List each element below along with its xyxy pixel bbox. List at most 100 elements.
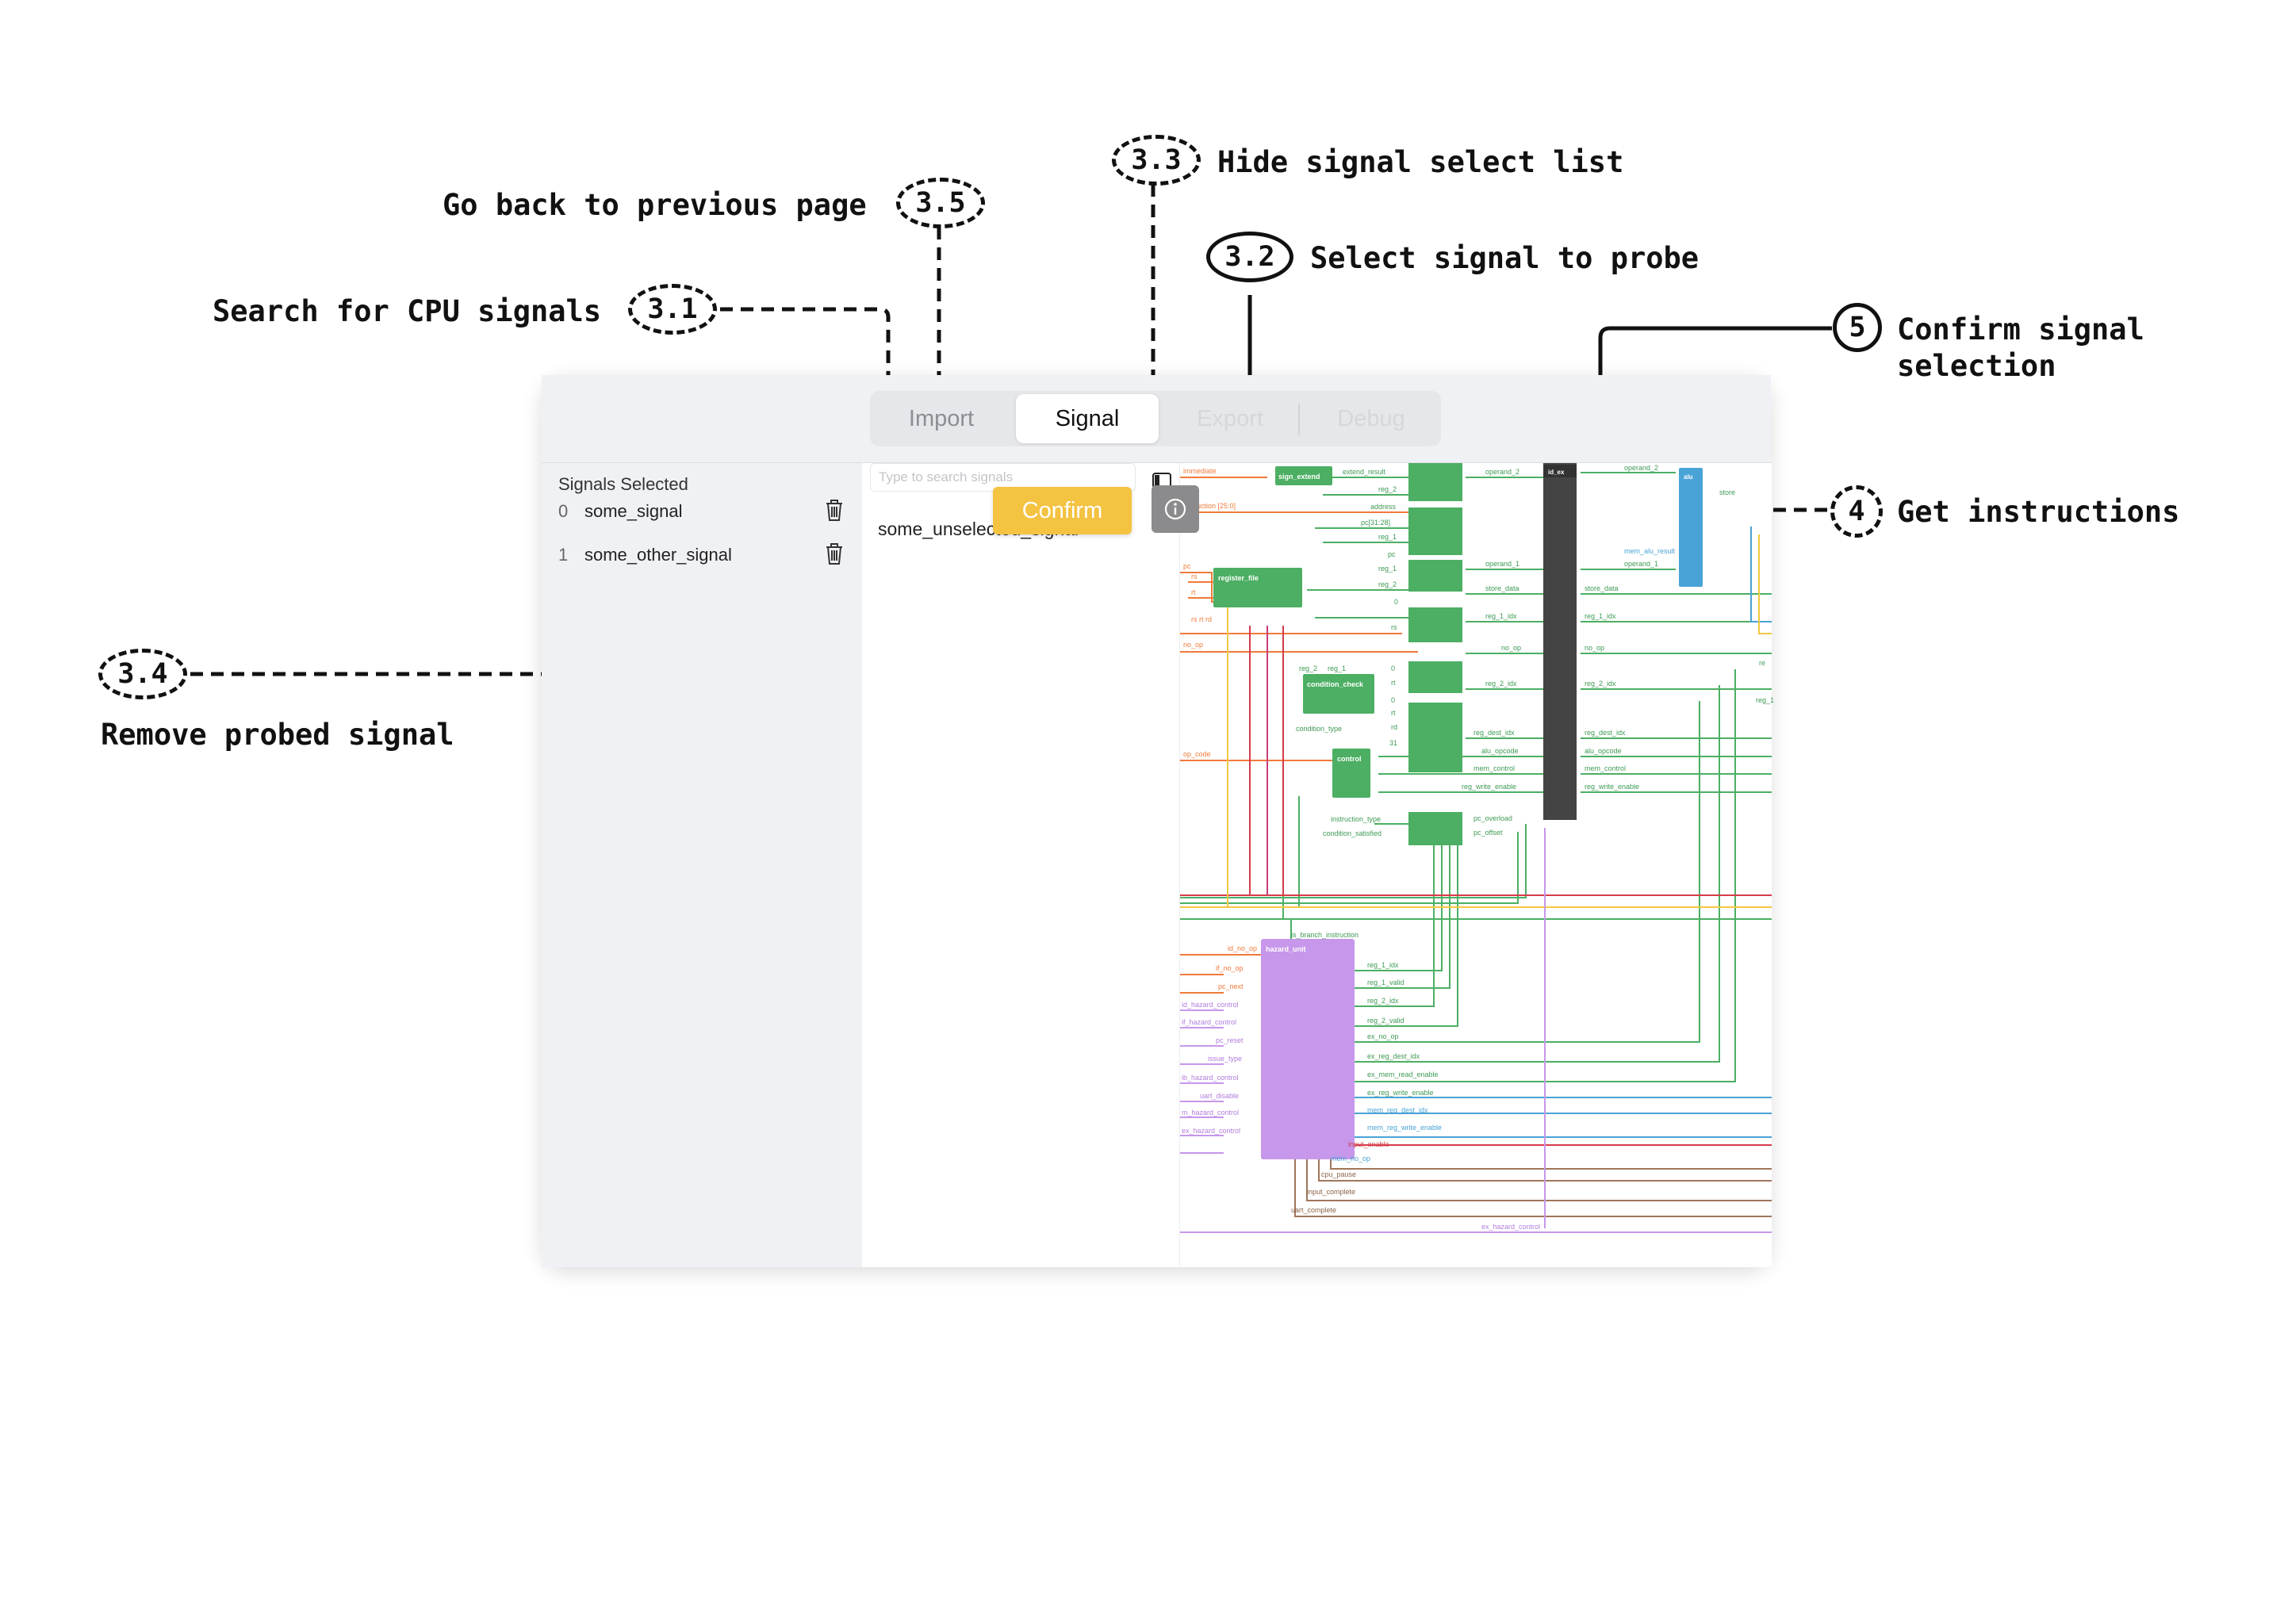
wire-label: rs (1191, 573, 1198, 580)
annotation-confirm-text-line1: Confirm signal (1897, 312, 2144, 347)
wire-label: reg_2_valid (1367, 1017, 1405, 1025)
wire-label: reg_2 (1378, 580, 1397, 588)
wire-label: pc (1183, 562, 1191, 570)
wire-label: mem_no_op (1331, 1155, 1370, 1162)
wire-label: reg_1 (1756, 696, 1774, 704)
annotation-back-text: Go back to previous page (443, 188, 867, 222)
wire-label: reg_dest_idx (1585, 729, 1626, 737)
control-label: control (1337, 755, 1362, 763)
wire-label: pc_next (1218, 982, 1244, 990)
tab-import[interactable]: Import (908, 405, 975, 431)
id-ex-header (1543, 465, 1577, 477)
confirm-button[interactable]: Confirm (993, 487, 1132, 534)
wire-label: operand_2 (1624, 464, 1658, 472)
annotation-confirm-text-line2: selection (1897, 349, 2056, 383)
selected-signal-row: 1 some_other_signal (542, 538, 862, 570)
wire-label: ex_hazard_control (1182, 1127, 1240, 1135)
wire-label: if_hazard_control (1182, 1018, 1236, 1026)
wire-label: 0 (1394, 598, 1398, 606)
selected-signal-name: some_other_signal (584, 545, 732, 565)
wire-label: operand_2 (1485, 468, 1519, 476)
mux-block (1408, 463, 1462, 501)
step-badge-5: 5 (1833, 303, 1882, 352)
wire-label: pc_reset (1216, 1036, 1244, 1044)
wire-label: reg_1 (1328, 665, 1346, 672)
wire-label: reg_2 (1299, 665, 1317, 672)
wire-label: immediate (1183, 467, 1217, 475)
wire-label: reg_1_valid (1367, 979, 1405, 986)
wire-label: reg_write_enable (1462, 783, 1516, 791)
step-badge-3-2: 3.2 (1206, 232, 1293, 282)
wire-label: reg_1_idx (1585, 612, 1616, 620)
step-badge-3-3: 3.3 (1112, 135, 1201, 186)
wire-label: extend_result (1343, 468, 1386, 476)
wire-label: 0 (1391, 696, 1395, 704)
wire-label: ex_no_op (1367, 1032, 1399, 1040)
trash-icon[interactable] (824, 498, 845, 522)
wire-label: id_no_op (1228, 944, 1257, 952)
mux-block (1408, 703, 1462, 772)
sign-extend-block (1275, 466, 1332, 485)
tab-export[interactable]: Export (1197, 405, 1263, 431)
signal-select-list: some_unselected_signal + (862, 463, 1179, 1267)
annotation-select-text: Select signal to probe (1310, 241, 1700, 275)
wire-label: condition_satisfied (1323, 829, 1382, 837)
info-button[interactable] (1152, 485, 1199, 533)
wire-label: no_op (1585, 644, 1604, 652)
selected-signal-row: 0 some_signal (542, 495, 862, 527)
mux-block (1408, 812, 1462, 845)
wire-label: ex_mem_read_enable (1367, 1071, 1439, 1078)
selected-signal-index: 0 (558, 501, 569, 521)
wire-label: uart_complete (1291, 1206, 1336, 1214)
wire-label: 0 (1391, 665, 1395, 672)
wire-label: pc (1388, 550, 1396, 558)
wire-label: reg_write_enable (1585, 783, 1639, 791)
tab-separator (1298, 404, 1300, 435)
wire-label: re (1759, 659, 1765, 667)
tab-signal[interactable]: Signal (1016, 394, 1159, 443)
wire-label: no_op (1501, 644, 1521, 652)
wire-label: ib_hazard_control (1182, 1074, 1239, 1082)
wire-label: rd (1391, 723, 1397, 731)
wire-label: mem_control (1473, 764, 1515, 772)
step-badge-4: 4 (1830, 485, 1883, 538)
mux-block (1408, 661, 1462, 693)
wire-label: reg_1_idx (1485, 612, 1517, 620)
selected-signal-index: 1 (558, 545, 569, 565)
selected-signal-name: some_signal (584, 501, 683, 521)
id-ex-block (1543, 463, 1577, 820)
wire-label: instruction_type (1331, 815, 1381, 823)
step-badge-3-1: 3.1 (628, 284, 717, 335)
wire-label: reg_dest_idx (1473, 729, 1515, 737)
wire-label: reg_1 (1378, 533, 1397, 541)
annotation-hide-text: Hide signal select list (1217, 145, 1624, 179)
condition-check-block (1303, 674, 1374, 714)
mux-block (1408, 607, 1462, 642)
register-file-block (1213, 568, 1302, 607)
wire-label: reg_1_idx (1367, 961, 1399, 969)
wire-label: operand_1 (1624, 560, 1658, 568)
sign-extend-label: sign_extend (1278, 473, 1320, 481)
id-ex-label: id_ex (1548, 469, 1565, 476)
wire-label: alu_opcode (1585, 747, 1622, 755)
wire-label: mem_control (1585, 764, 1626, 772)
wire-label: reg_2_idx (1485, 680, 1517, 688)
wire-label: input_enable (1348, 1140, 1389, 1148)
wire-label: reg_1 (1378, 565, 1397, 573)
wire-label: alu_opcode (1481, 747, 1519, 755)
step-badge-3-5: 3.5 (896, 178, 985, 228)
wire-label: rt (1391, 709, 1396, 717)
annotation-search-text: Search for CPU signals (213, 294, 602, 328)
hazard-unit-label: hazard_unit (1266, 945, 1306, 953)
wire-label: mem_reg_write_enable (1367, 1124, 1442, 1132)
wire-label: input_complete (1307, 1188, 1355, 1196)
tab-debug[interactable]: Debug (1337, 405, 1405, 431)
step-badge-3-4: 3.4 (98, 649, 187, 699)
annotation-instructions-text: Get instructions (1897, 495, 2180, 529)
wire-label: cpu_pause (1321, 1170, 1356, 1178)
trash-icon[interactable] (824, 542, 845, 565)
wire-label: operand_1 (1485, 560, 1519, 568)
wire-label: pc_offset (1473, 829, 1503, 837)
wire-label: pc[31:28] (1361, 519, 1390, 527)
wire-label: store_data (1585, 584, 1619, 592)
